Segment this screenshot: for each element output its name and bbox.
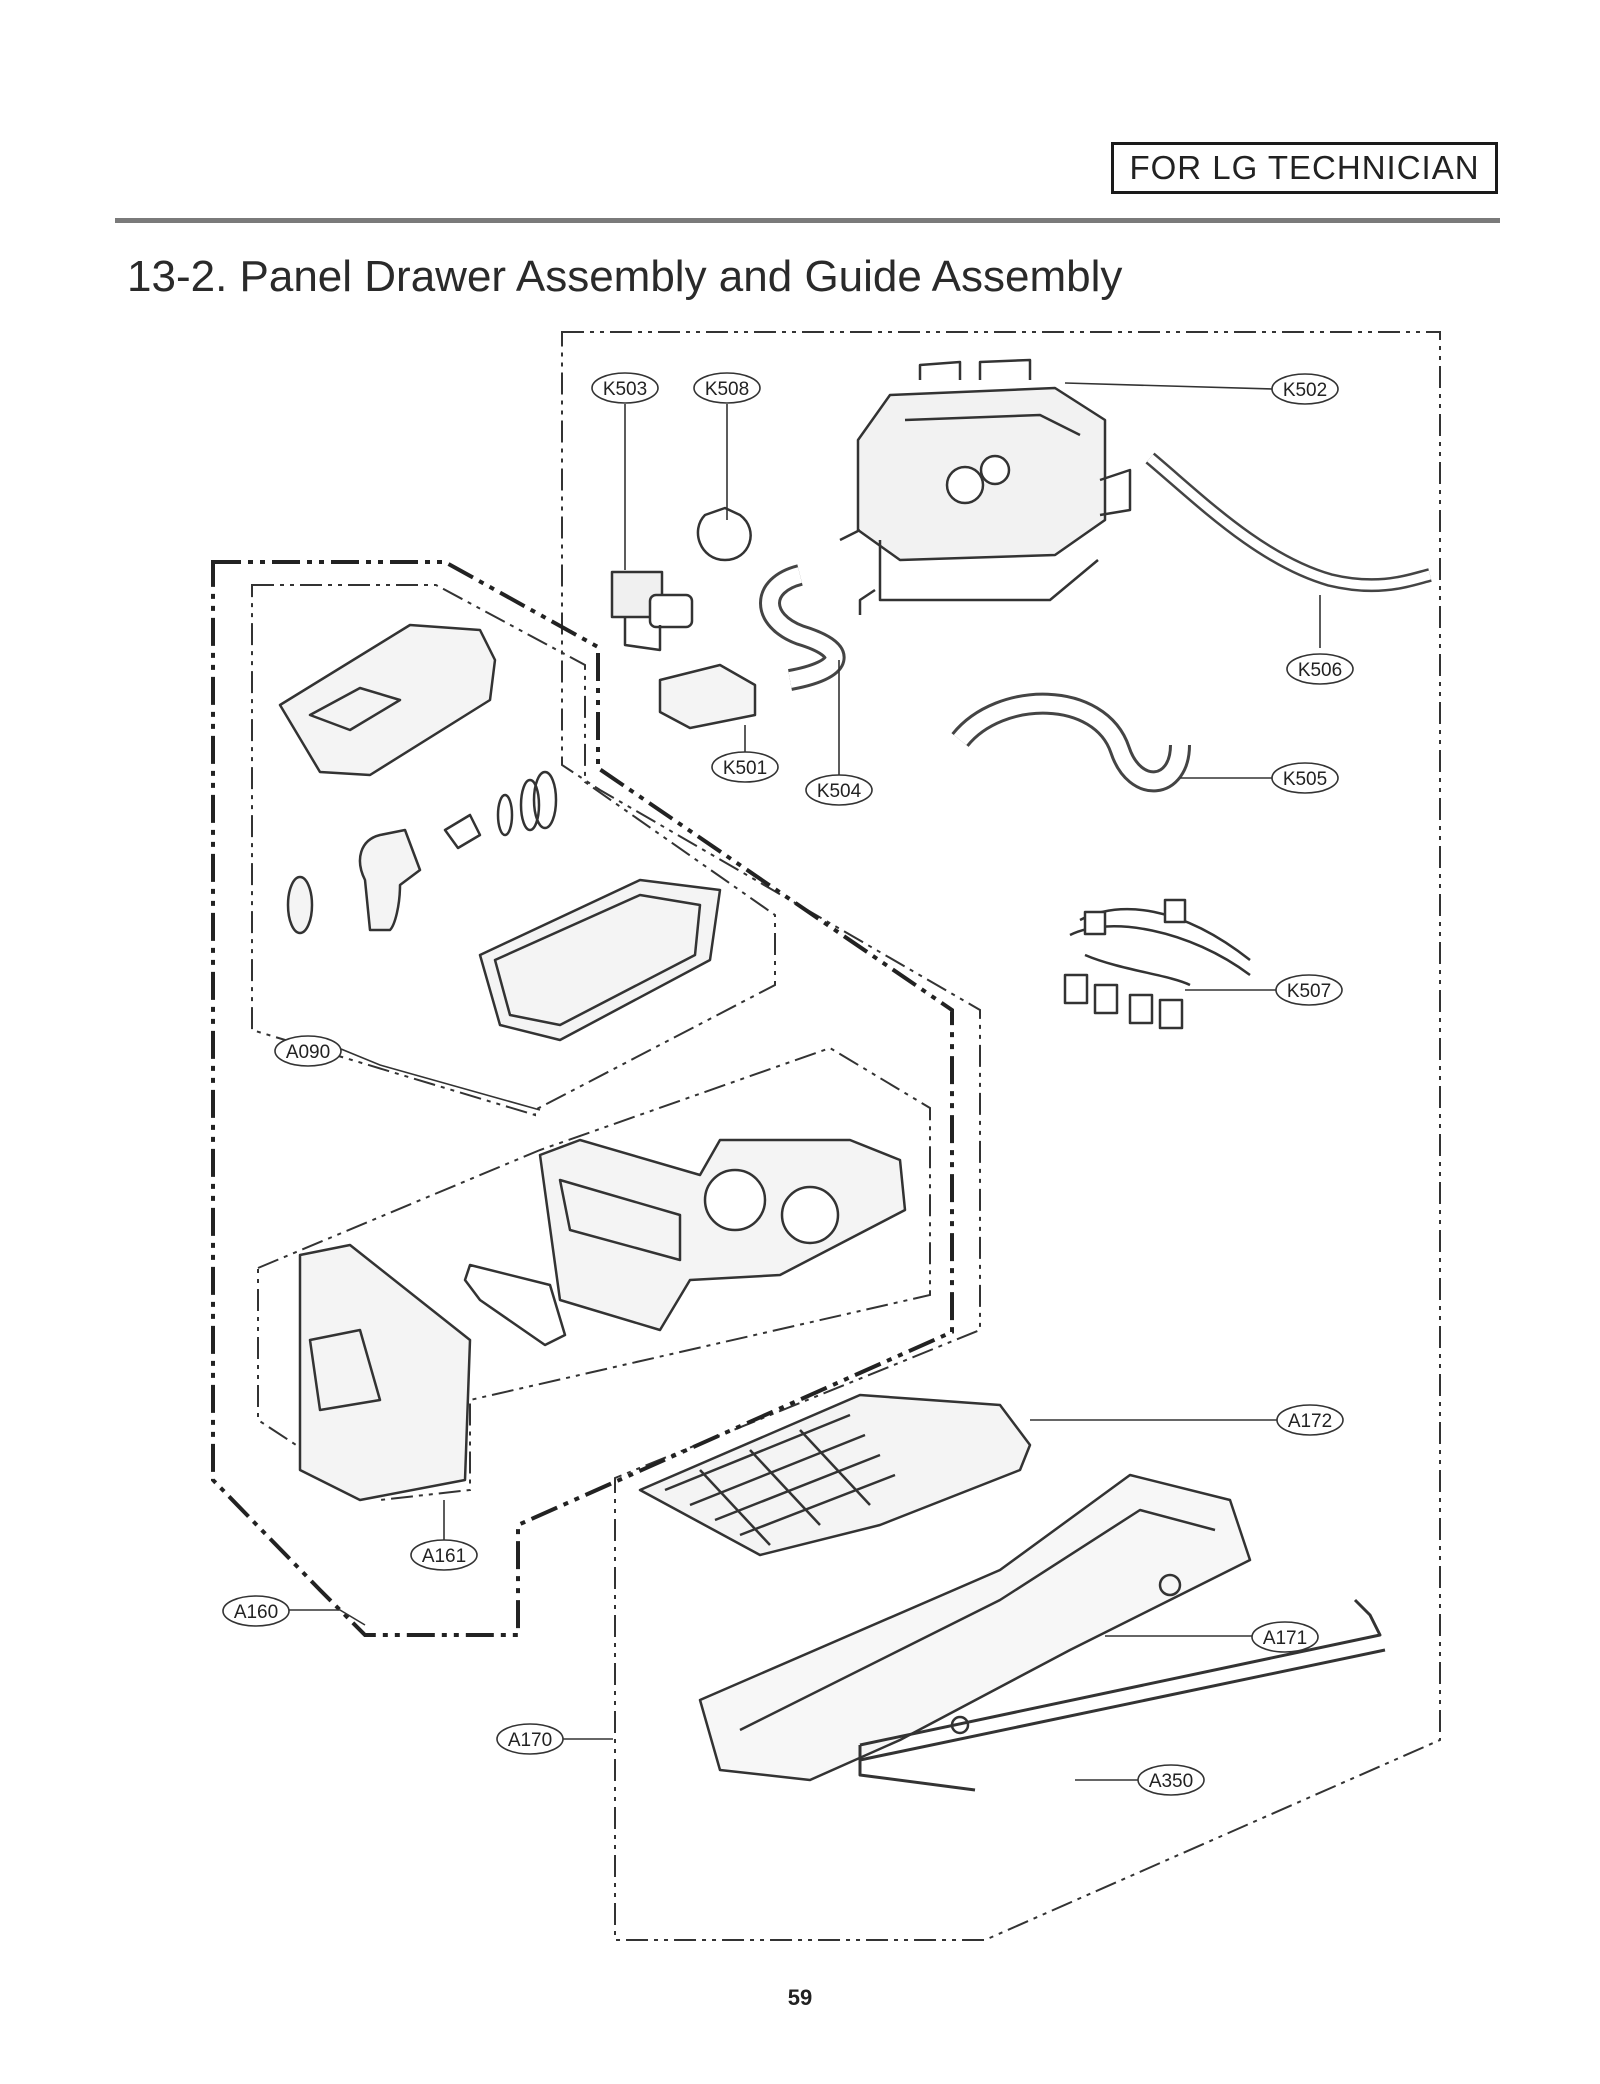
dispenser-tray-illustration	[478, 878, 722, 1042]
guide-rail-illustration	[858, 1598, 1386, 1792]
hose-clamp-illustration	[696, 506, 752, 562]
svg-text:K503: K503	[603, 379, 647, 400]
svg-text:A160: A160	[234, 1602, 278, 1623]
label-K504: K504	[805, 774, 873, 806]
svg-text:K502: K502	[1283, 380, 1327, 401]
drawer-panel-illustration	[298, 1243, 472, 1502]
label-A090: A090	[274, 1035, 342, 1067]
svg-text:K508: K508	[705, 379, 749, 400]
seal-rings-illustration	[443, 770, 558, 850]
svg-text:K501: K501	[723, 758, 767, 779]
svg-text:A350: A350	[1149, 1771, 1193, 1792]
valve-group-boundary	[561, 331, 1441, 1941]
drawer-bracket-illustration	[463, 1263, 567, 1347]
valve-bracket-illustration	[658, 663, 757, 730]
label-K506: K506	[1286, 653, 1354, 685]
svg-text:A170: A170	[508, 1730, 552, 1751]
svg-text:K507: K507	[1287, 981, 1331, 1002]
drawer-guide-illustration	[698, 1473, 1252, 1782]
svg-text:K504: K504	[817, 781, 862, 802]
header-rule	[115, 218, 1500, 223]
svg-text:K506: K506	[1298, 660, 1342, 681]
label-A171: A171	[1251, 1621, 1319, 1653]
technician-badge: FOR LG TECHNICIAN	[1111, 142, 1498, 194]
drawer-grid-cover-illustration	[638, 1393, 1032, 1557]
svg-text:A090: A090	[286, 1042, 330, 1063]
svg-text:K505: K505	[1283, 769, 1327, 790]
page-title: 13-2. Panel Drawer Assembly and Guide As…	[127, 252, 1123, 301]
label-A172: A172	[1276, 1404, 1344, 1436]
water-valve-body-illustration	[839, 358, 1132, 615]
label-A161: A161	[410, 1539, 478, 1571]
label-K508: K508	[693, 372, 761, 404]
label-K502: K502	[1271, 373, 1339, 405]
wire-harness-illustration	[1063, 898, 1251, 1030]
label-K501: K501	[711, 751, 779, 783]
label-A160: A160	[222, 1595, 290, 1627]
dispenser-cover-illustration	[278, 623, 497, 777]
label-A170: A170	[496, 1723, 564, 1755]
drawer-panel-boundary	[251, 584, 776, 1117]
siphon-cap-illustration	[286, 828, 422, 935]
svg-text:A171: A171	[1263, 1628, 1307, 1649]
page-number: 59	[787, 1985, 813, 2010]
svg-text:A161: A161	[422, 1546, 466, 1567]
label-A350: A350	[1137, 1764, 1205, 1796]
solenoid-valve-illustration	[610, 570, 694, 652]
label-K507: K507	[1275, 974, 1343, 1006]
drawer-housing-illustration	[538, 1138, 907, 1332]
drawer-outer-boundary	[211, 560, 954, 1637]
svg-text:A172: A172	[1288, 1411, 1332, 1432]
label-K505: K505	[1271, 762, 1339, 794]
label-K503: K503	[591, 372, 659, 404]
